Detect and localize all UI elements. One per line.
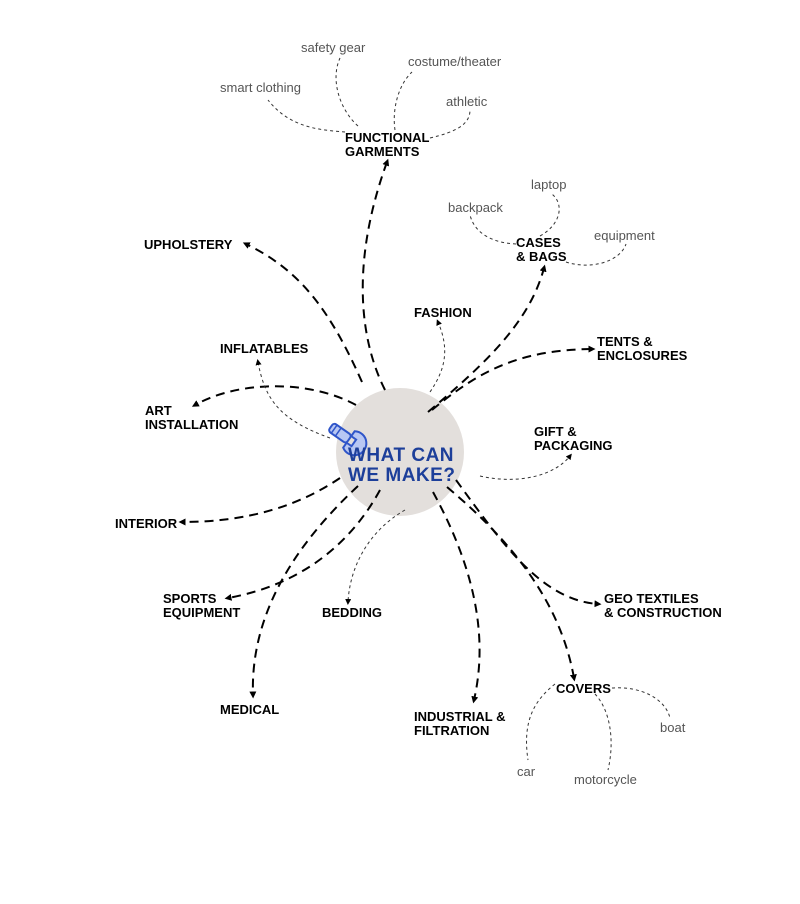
- branch-covers: [446, 486, 577, 682]
- sub-label-equipment: equipment: [594, 228, 655, 243]
- category-art-installation: ART INSTALLATION: [145, 403, 239, 432]
- category-sports-equipment: SPORTS EQUIPMENT: [163, 591, 241, 620]
- branch-gift: [479, 453, 572, 480]
- category-bedding: BEDDING: [322, 605, 382, 620]
- branch-geo: [455, 479, 602, 608]
- sub-label-boat: boat: [660, 720, 686, 735]
- branch-inflatables: [255, 359, 331, 439]
- category-functional-garments: FUNCTIONAL GARMENTS: [345, 130, 430, 159]
- sub-label-costume-theater: costume/theater: [408, 54, 502, 69]
- branch-cases-bags: [427, 264, 547, 413]
- sub-smart-clothing: [267, 99, 346, 133]
- hub-title-line2: WE MAKE?: [348, 465, 456, 486]
- sub-backpack: [469, 214, 517, 245]
- category-tents: TENTS & ENCLOSURES: [597, 334, 688, 363]
- hub-circle: [336, 388, 464, 516]
- category-cases-bags: CASES & BAGS: [516, 235, 567, 264]
- sub-equipment: [565, 243, 627, 266]
- category-fashion: FASHION: [414, 305, 472, 320]
- branch-bedding: [345, 509, 406, 605]
- sub-label-safety-gear: safety gear: [301, 40, 366, 55]
- branch-tents: [431, 345, 596, 411]
- sub-costume: [393, 71, 413, 131]
- sub-label-laptop: laptop: [531, 177, 567, 192]
- category-medical: MEDICAL: [220, 702, 280, 717]
- category-interior: INTERIOR: [115, 516, 178, 531]
- branch-interior: [178, 477, 341, 526]
- sub-boat: [611, 687, 671, 719]
- category-geo-textiles: GEO TEXTILES & CONSTRUCTION: [604, 591, 722, 620]
- hub-title-line1: WHAT CAN: [348, 445, 455, 466]
- branch-functional-garments: [361, 158, 390, 391]
- category-upholstery: UPHOLSTERY: [144, 237, 233, 252]
- sub-label-backpack: backpack: [448, 200, 503, 215]
- branch-medical: [249, 485, 359, 699]
- wrench-icon: [328, 422, 368, 457]
- branch-upholstery: [242, 242, 363, 383]
- category-gift-packaging: GIFT & PACKAGING: [534, 424, 613, 453]
- category-inflatables: INFLATABLES: [220, 341, 309, 356]
- sub-car: [526, 683, 556, 761]
- sub-safety-gear: [335, 57, 359, 127]
- branch-industrial: [432, 491, 481, 704]
- sub-label-athletic: athletic: [446, 94, 488, 109]
- sub-laptop: [539, 193, 560, 237]
- branch-sports: [224, 489, 381, 601]
- sub-label-motorcycle: motorcycle: [574, 772, 637, 787]
- sub-label-smart-clothing: smart clothing: [220, 80, 301, 95]
- hub-title: WHAT CAN WE MAKE?: [348, 446, 488, 486]
- branch-fashion: [429, 319, 446, 393]
- branch-art: [191, 385, 357, 407]
- category-industrial-filtration: INDUSTRIAL & FILTRATION: [414, 709, 506, 738]
- category-covers: COVERS: [556, 681, 611, 696]
- sub-label-car: car: [517, 764, 536, 779]
- sub-athletic: [429, 109, 471, 139]
- sub-motorcycle: [594, 693, 612, 771]
